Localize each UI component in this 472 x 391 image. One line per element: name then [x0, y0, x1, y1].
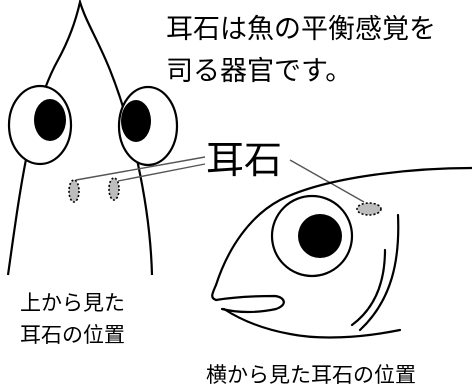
- side-view-label: 横から見た耳石の位置: [206, 363, 416, 387]
- otolith-label: 耳石: [206, 138, 282, 182]
- otolith-top-left: [68, 179, 80, 203]
- fish-top-right-eye: [117, 85, 179, 167]
- fish-side-head-outline: [211, 166, 472, 302]
- top-view-label-line-1: 上から見た: [20, 291, 125, 315]
- fish-top-left-eye: [7, 84, 73, 166]
- leader-lines: [75, 156, 365, 203]
- fish-side-eye: [270, 194, 354, 278]
- fish-side-gill-cover: [358, 213, 400, 332]
- caption-line-2: 司る器官です。: [166, 56, 352, 87]
- leader-line-top-left: [75, 156, 206, 181]
- caption-line-1: 耳石は魚の平衡感覚を: [166, 14, 436, 45]
- leader-line-side: [289, 159, 365, 203]
- otolith-side: [356, 202, 382, 216]
- leader-line-top-right: [117, 163, 206, 182]
- otolith-top-right: [108, 177, 120, 201]
- top-view-label-line-2: 耳石の位置: [20, 323, 125, 347]
- fish-side-view: [211, 166, 472, 339]
- fish-side-gill-inner: [350, 248, 387, 327]
- fish-side-mouth: [214, 294, 285, 314]
- fish-side-chin: [222, 307, 402, 339]
